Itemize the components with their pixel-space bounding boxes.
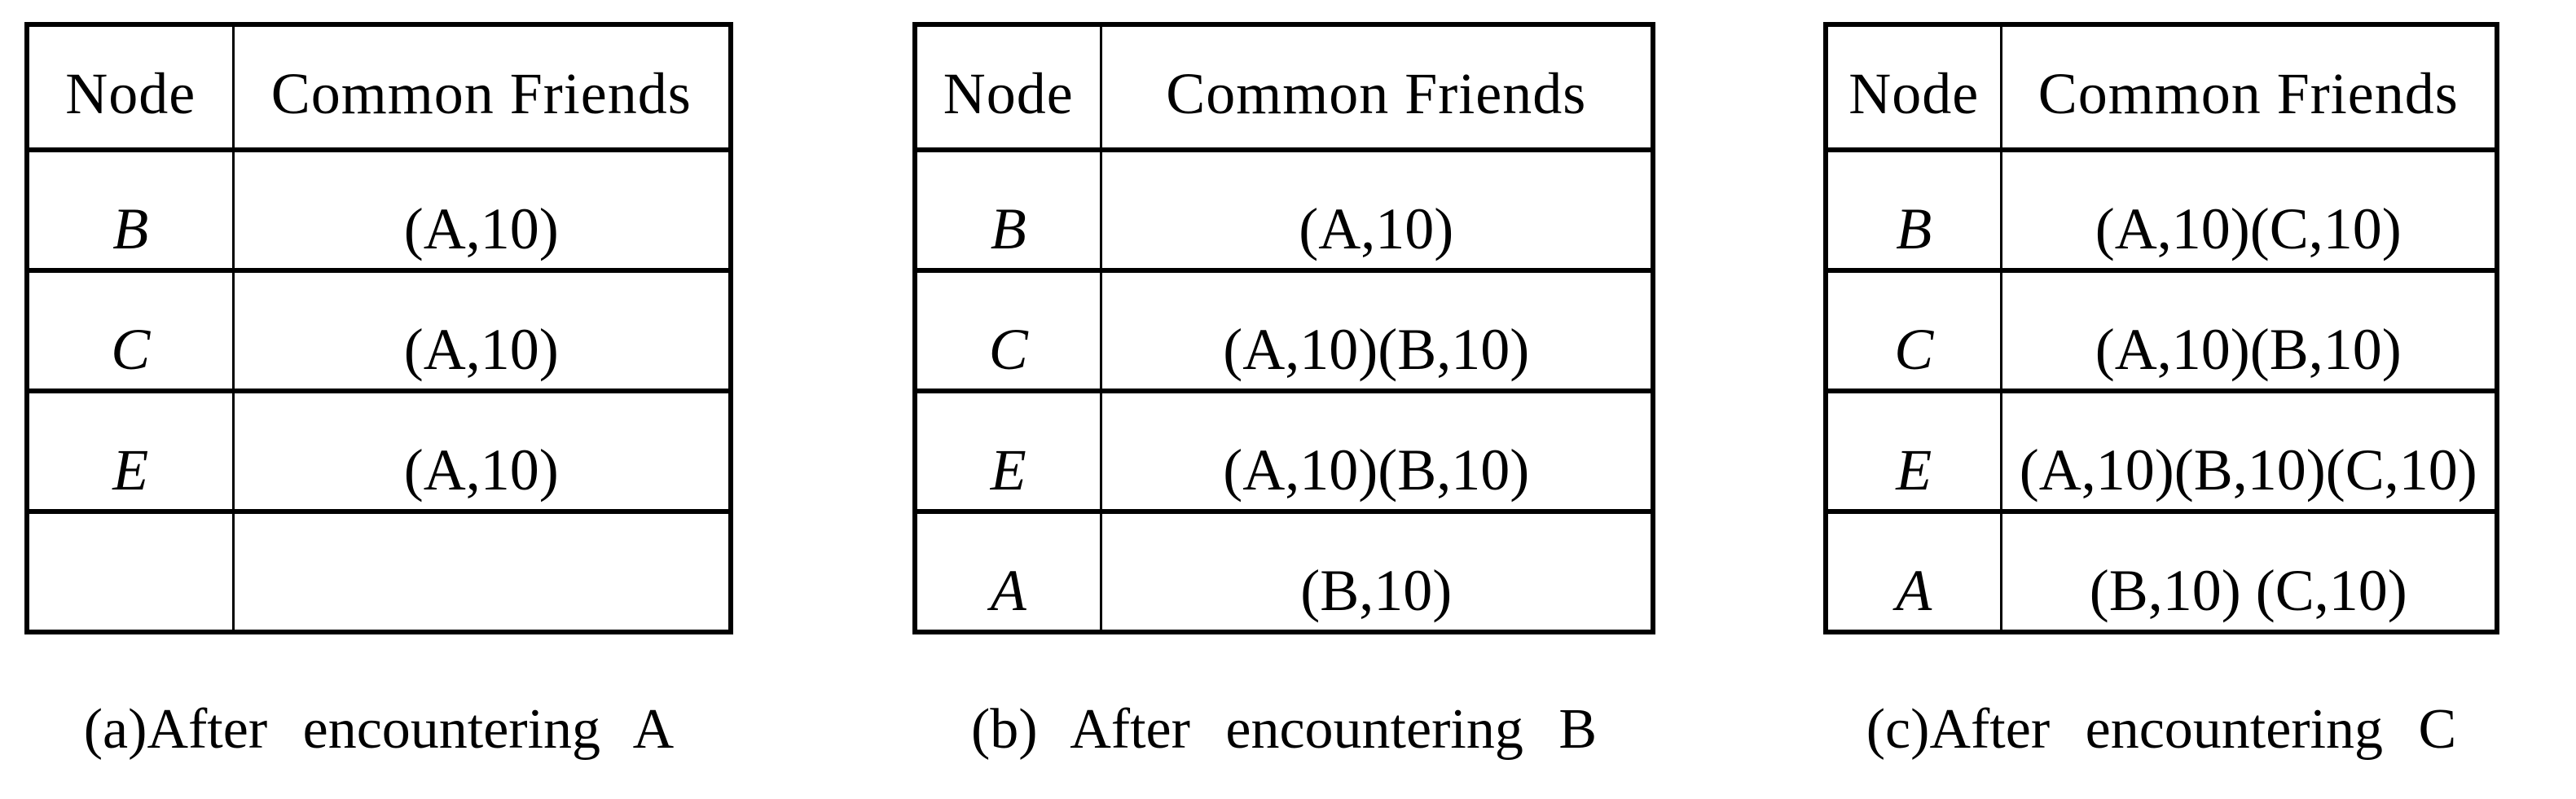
friends-cell: (B,10): [1099, 509, 1653, 632]
common-friends-table-a: Node Common Friends B (A,10) C (A,10) E …: [24, 22, 733, 634]
table-row: B (A,10): [915, 147, 1653, 270]
node-cell: E: [27, 389, 233, 511]
column-header-node: Node: [65, 61, 196, 126]
table-caption-b: (b) After encountering B: [970, 698, 1598, 761]
common-friends-table-b: Node Common Friends B (A,10) C (A,10)(B,…: [912, 22, 1655, 634]
node-cell: E: [1826, 389, 2001, 511]
node-cell: B: [27, 147, 233, 270]
friends-cell: (A,10)(B,10): [1099, 268, 1653, 391]
table-caption-c: (c)After encountering C: [1866, 698, 2457, 761]
column-header-common-friends: Common Friends: [1099, 24, 1653, 150]
table-row: C (A,10)(B,10): [915, 268, 1653, 391]
table-row: E (A,10)(B,10)(C,10): [1826, 389, 2497, 511]
table-row: [27, 509, 731, 632]
node-cell: E: [915, 389, 1101, 511]
node-cell: A: [1826, 509, 2001, 632]
node-cell: A: [915, 509, 1101, 632]
friends-cell: (A,10)(B,10): [1099, 389, 1653, 511]
friends-cell: (A,10): [231, 389, 731, 511]
node-cell: C: [27, 268, 233, 391]
friends-cell: (B,10) (C,10): [1999, 509, 2497, 632]
table-caption-a: (a)After encountering A: [83, 698, 675, 761]
header-row: Node Common Friends: [1826, 24, 2497, 150]
table-row: B (A,10): [27, 147, 731, 270]
column-header-common-friends: Common Friends: [1999, 24, 2497, 150]
column-header-common-friends: Common Friends: [231, 24, 731, 150]
table-row: A (B,10): [915, 509, 1653, 632]
node-cell: B: [915, 147, 1101, 270]
table-row: C (A,10)(B,10): [1826, 268, 2497, 391]
friends-cell: (A,10)(B,10)(C,10): [1999, 389, 2497, 511]
friends-cell: [231, 509, 731, 632]
node-cell: C: [915, 268, 1101, 391]
friends-cell: (A,10)(B,10): [1999, 268, 2497, 391]
table-row: A (B,10) (C,10): [1826, 509, 2497, 632]
table-row: E (A,10)(B,10): [915, 389, 1653, 511]
column-header-node: Node: [943, 61, 1074, 126]
column-header-node: Node: [1848, 61, 1980, 126]
friends-cell: (A,10): [231, 268, 731, 391]
node-cell: B: [1826, 147, 2001, 270]
header-row: Node Common Friends: [915, 24, 1653, 150]
friends-cell: (A,10)(C,10): [1999, 147, 2497, 270]
node-cell: C: [1826, 268, 2001, 391]
header-row: Node Common Friends: [27, 24, 731, 150]
common-friends-table-c: Node Common Friends B (A,10)(C,10) C (A,…: [1823, 22, 2499, 634]
table-row: E (A,10): [27, 389, 731, 511]
friends-cell: (A,10): [231, 147, 731, 270]
table-row: B (A,10)(C,10): [1826, 147, 2497, 270]
table-row: C (A,10): [27, 268, 731, 391]
friends-cell: (A,10): [1099, 147, 1653, 270]
node-cell: [27, 509, 233, 632]
